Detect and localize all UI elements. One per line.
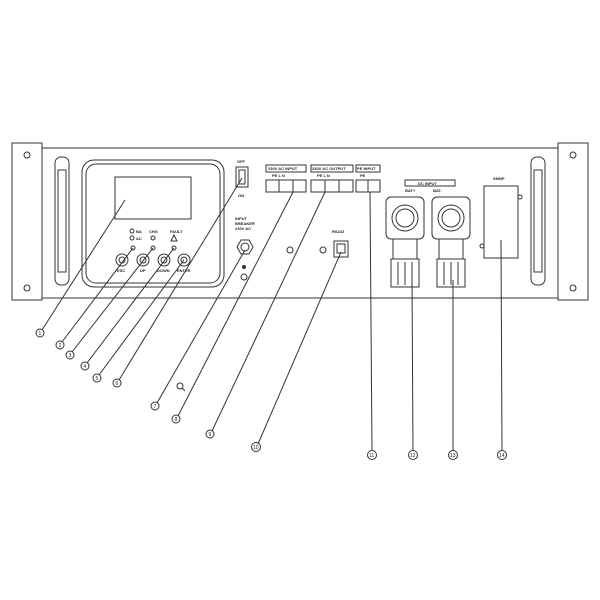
- warning-icon: [170, 233, 178, 242]
- svg-text:1: 1: [39, 331, 42, 337]
- svg-text:DOWN: DOWN: [157, 268, 170, 273]
- callout-12: 12: [408, 450, 418, 460]
- leader-lines: [41, 177, 503, 452]
- led: [150, 245, 156, 251]
- svg-text:PE: PE: [360, 173, 366, 178]
- panel-body: [41, 147, 559, 299]
- svg-text:ENTER: ENTER: [177, 268, 191, 273]
- callout-1: 1: [35, 328, 45, 338]
- led: [130, 245, 136, 251]
- control-bezel: [81, 159, 225, 288]
- callout-11: 11: [367, 450, 377, 460]
- callout-8: 8: [171, 414, 181, 424]
- svg-text:13: 13: [450, 453, 456, 459]
- svg-text:11: 11: [369, 453, 374, 459]
- callout-9: 9: [205, 429, 215, 439]
- svg-text:3: 3: [69, 353, 72, 359]
- callout-10: 10: [251, 442, 261, 452]
- ac-input-terminal: 230V AC INPUT PE L N: [265, 164, 307, 193]
- bat-pos-label: BAT+: [405, 188, 416, 193]
- switch-on-label: ON: [238, 193, 244, 198]
- led: [171, 245, 177, 251]
- right-handle: [530, 156, 546, 286]
- led-label-fault: FAULT: [170, 229, 183, 234]
- callout-5: 5: [92, 373, 102, 383]
- ground-screw: [240, 273, 248, 281]
- svg-text:UP: UP: [140, 268, 146, 273]
- svg-text:230V AC OUTPUT: 230V AC OUTPUT: [312, 166, 346, 171]
- rs232-label: RS232: [332, 229, 345, 234]
- bat-positive-connector[interactable]: [385, 196, 425, 288]
- led-label-chg: CHG: [149, 229, 158, 234]
- svg-text:6: 6: [116, 381, 119, 387]
- svg-text:230V AC INPUT: 230V AC INPUT: [268, 166, 298, 171]
- callout-14: 14: [497, 450, 507, 460]
- svg-text:5: 5: [96, 376, 99, 382]
- power-switch[interactable]: [235, 166, 249, 188]
- callout-4: 4: [80, 361, 90, 371]
- bat-negative-connector[interactable]: [431, 196, 471, 288]
- callout-13: 13: [448, 450, 458, 460]
- bat-neg-label: BAT-: [433, 188, 443, 193]
- left-handle: [54, 156, 70, 286]
- svg-text:PE L N: PE L N: [272, 173, 285, 178]
- led-label-bat: BA: [136, 229, 142, 234]
- input-breaker[interactable]: [236, 239, 254, 255]
- rs232-port[interactable]: [333, 240, 349, 258]
- snmp-label: SNMP: [493, 176, 505, 181]
- svg-text:PE INPUT: PE INPUT: [357, 166, 376, 171]
- svg-text:10: 10: [253, 445, 259, 451]
- dc-input-label: DC INPUT: [418, 181, 437, 186]
- svg-text:7: 7: [154, 404, 157, 410]
- callout-6: 6: [112, 378, 122, 388]
- svg-text:12: 12: [410, 453, 416, 459]
- svg-text:4: 4: [84, 364, 87, 370]
- svg-text:14: 14: [499, 453, 505, 459]
- dc-input-label-box: [404, 179, 456, 187]
- breaker-label: BREAKER: [235, 221, 255, 226]
- led-label-ac: AC: [136, 236, 142, 241]
- svg-text:PE L N: PE L N: [317, 173, 330, 178]
- callout-7: 7: [150, 401, 160, 411]
- callout-3: 3: [65, 350, 75, 360]
- down-button[interactable]: DOWN: [157, 253, 171, 273]
- right-rack-ear: [557, 142, 589, 301]
- enter-button[interactable]: ENTER: [177, 253, 191, 273]
- up-button[interactable]: UP: [136, 253, 150, 273]
- switch-off-label: OFF: [237, 159, 246, 164]
- breaker-label: INPUT: [235, 216, 248, 221]
- breaker-label: 230V AC: [235, 226, 251, 231]
- pe-input-terminal: PE INPUT PE: [355, 164, 381, 193]
- left-rack-ear: [11, 142, 43, 301]
- lcd-screen: [114, 176, 192, 220]
- svg-text:2: 2: [59, 343, 62, 349]
- callout-2: 2: [55, 340, 65, 350]
- svg-text:ESC: ESC: [117, 268, 125, 273]
- svg-text:9: 9: [209, 432, 212, 438]
- ground-screw: [242, 265, 246, 269]
- ac-output-terminal: 230V AC OUTPUT PE L N: [310, 164, 354, 193]
- svg-text:8: 8: [175, 417, 178, 423]
